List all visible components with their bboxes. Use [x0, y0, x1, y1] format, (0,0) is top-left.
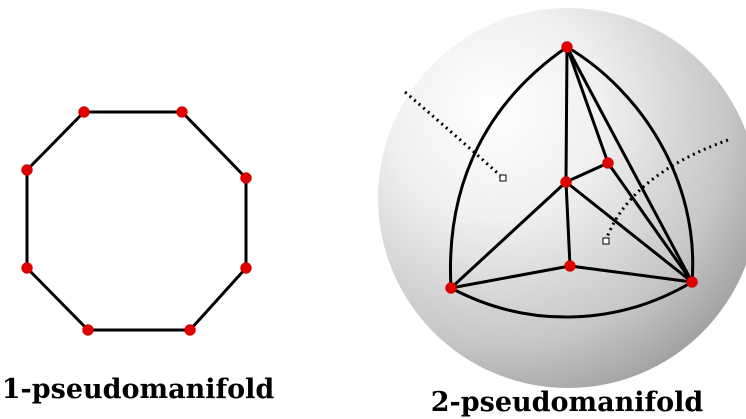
edge — [565, 45, 694, 284]
edge — [449, 180, 568, 290]
dual-marker — [602, 237, 610, 245]
sphere-2-pseudomanifold — [378, 8, 746, 388]
shaded-sphere — [378, 8, 746, 388]
octagon-vertex — [184, 324, 196, 336]
sphere-vertex — [564, 260, 576, 272]
curved-edge-top-left — [448, 45, 569, 290]
octagon-vertex — [240, 172, 252, 184]
octagon-vertex — [21, 262, 33, 274]
octagon-1-pseudomanifold — [21, 106, 252, 336]
dual-path-right — [604, 138, 729, 241]
caption-1-pseudomanifold: 1-pseudomanifold — [2, 374, 275, 405]
curved-edge-top-right — [565, 45, 695, 284]
sphere-vertex — [561, 41, 573, 53]
caption-2-pseudomanifold: 2-pseudomanifold — [431, 387, 704, 418]
sphere-vertex — [445, 282, 457, 294]
octagon-edges — [25, 110, 248, 332]
octagon-vertex — [78, 106, 90, 118]
edge — [565, 45, 610, 165]
edge — [449, 264, 572, 290]
octagon-vertex — [82, 324, 94, 336]
octagon-vertex — [240, 262, 252, 274]
sphere-vertex — [560, 176, 572, 188]
curved-edge-bottom — [449, 280, 694, 319]
edge — [568, 264, 694, 284]
sphere-vertex — [602, 157, 614, 169]
edge — [564, 180, 572, 268]
sphere-vertex — [686, 276, 698, 288]
edge — [564, 161, 610, 184]
edge — [564, 45, 569, 184]
octagon-vertex — [21, 164, 33, 176]
dual-marker — [499, 174, 507, 182]
edge — [564, 180, 694, 284]
octagon-vertex — [176, 106, 188, 118]
edge — [606, 161, 694, 284]
